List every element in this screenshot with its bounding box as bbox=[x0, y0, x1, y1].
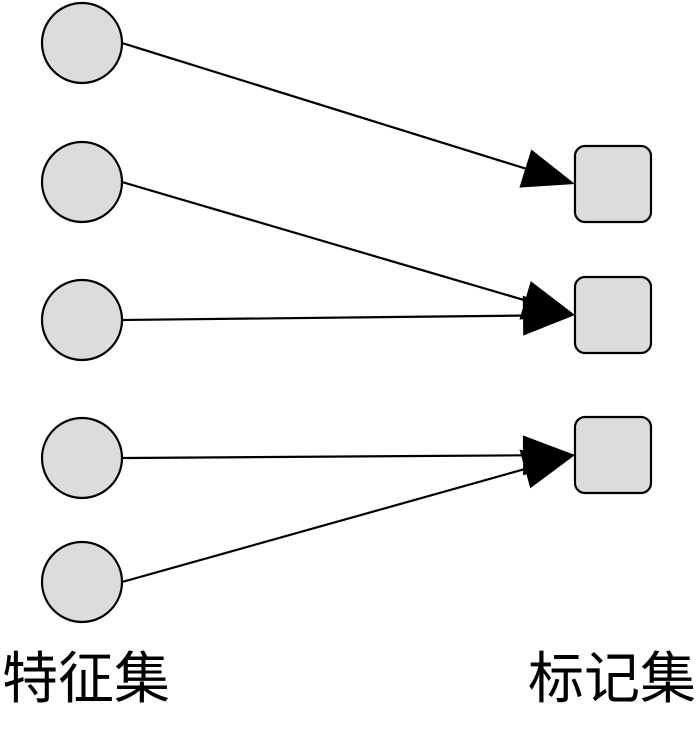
feature-node-2 bbox=[40, 140, 124, 224]
edge-arrowhead-f1-l1 bbox=[519, 149, 575, 188]
feature-node-5 bbox=[40, 540, 124, 624]
edge-arrowhead-f3-l2 bbox=[522, 295, 575, 336]
edge-line-f2-l2 bbox=[121, 180, 530, 303]
edge-line-f1-l1 bbox=[121, 41, 530, 171]
edges-layer bbox=[121, 41, 575, 584]
feature-set-label: 特征集 bbox=[2, 647, 170, 712]
feature-node-3 bbox=[40, 278, 124, 362]
edge-arrowhead-f5-l3 bbox=[519, 449, 575, 489]
label-set-label: 标记集 bbox=[528, 647, 696, 712]
edge-line-f3-l2 bbox=[121, 314, 528, 322]
edge-line-f4-l3 bbox=[121, 454, 528, 460]
feature-node-4 bbox=[40, 416, 124, 500]
edge-line-f5-l3 bbox=[121, 466, 530, 584]
label-node-2 bbox=[573, 275, 653, 355]
nodes-layer bbox=[40, 1, 653, 624]
label-node-3 bbox=[573, 415, 653, 495]
feature-node-1 bbox=[40, 1, 124, 85]
label-node-1 bbox=[573, 144, 653, 224]
